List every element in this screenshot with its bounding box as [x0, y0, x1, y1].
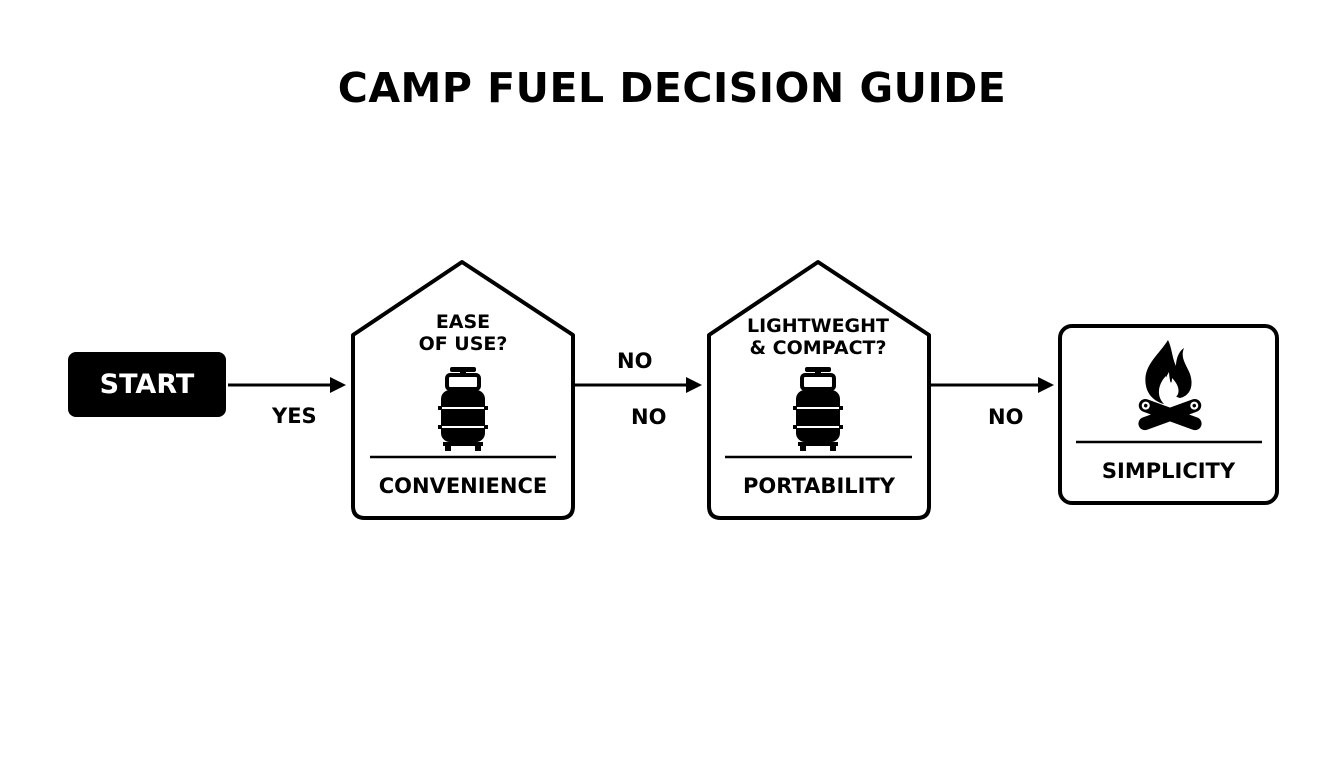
edge-label-no: NO: [617, 349, 653, 373]
start-box: START: [68, 352, 226, 417]
question-ease-of-use: EASE OF USE?: [383, 311, 543, 355]
category-simplicity: SIMPLICITY: [1101, 459, 1236, 483]
category-convenience: CONVENIENCE: [378, 474, 548, 498]
node-portability: [707, 260, 931, 520]
edge-convenience-to-portability: [573, 377, 702, 393]
question-line: EASE: [435, 311, 491, 333]
edge-portability-to-simplicity: [929, 377, 1054, 393]
edge-start-to-convenience: [228, 377, 346, 393]
node-convenience: [351, 260, 575, 520]
campfire-icon: [1138, 340, 1202, 431]
node-simplicity: [1058, 324, 1279, 505]
question-line: OF USE?: [418, 333, 508, 355]
page-title: CAMP FUEL DECISION GUIDE: [337, 64, 1007, 112]
category-portability: PORTABILITY: [743, 474, 895, 498]
edge-label-no: NO: [988, 405, 1024, 429]
edge-label-yes: YES: [272, 404, 317, 428]
question-line: LIGHTWEGHT: [746, 315, 890, 337]
question-lightweight-compact: LIGHTWEGHT & COMPACT?: [734, 315, 902, 359]
edge-label-no: NO: [631, 405, 667, 429]
question-line: & COMPACT?: [749, 337, 887, 359]
